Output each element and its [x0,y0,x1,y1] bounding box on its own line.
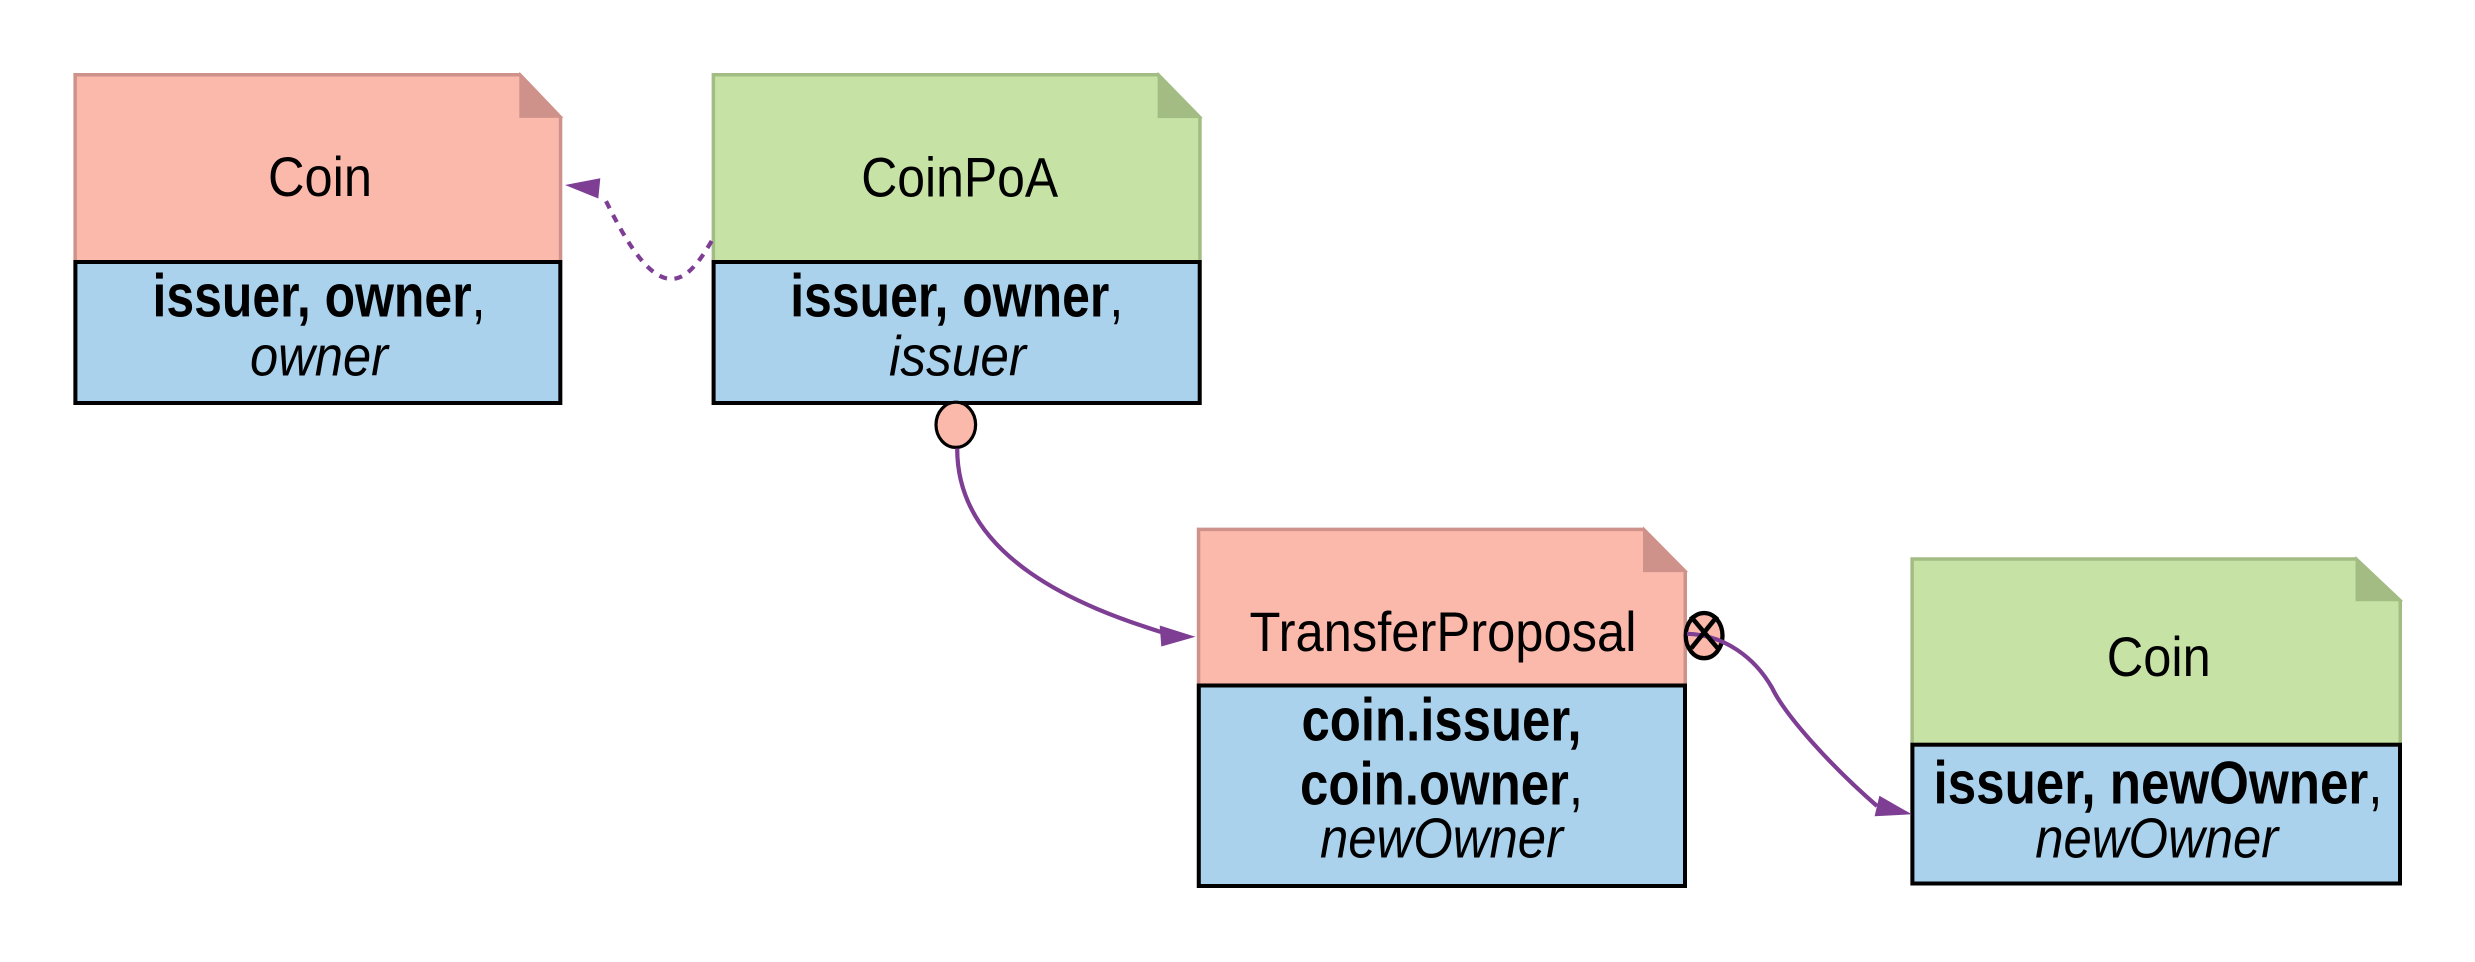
svg-text:CoinPoA: CoinPoA [861,146,1059,209]
svg-text:coin.owner,: coin.owner, [1300,751,1583,818]
svg-text:coin.issuer,: coin.issuer, [1302,687,1582,754]
svg-text:issuer, owner,: issuer, owner, [153,262,486,329]
svg-text:issuer, newOwner,: issuer, newOwner, [1934,750,2383,817]
svg-text:owner: owner [250,325,390,389]
svg-text:issuer, owner,: issuer, owner, [790,262,1123,329]
svg-text:newOwner: newOwner [2035,807,2280,871]
svg-text:issuer: issuer [889,325,1028,389]
svg-text:TransferProposal: TransferProposal [1250,600,1637,663]
svg-text:Coin: Coin [2107,625,2211,688]
svg-text:Coin: Coin [268,145,372,208]
svg-text:newOwner: newOwner [1320,807,1565,871]
